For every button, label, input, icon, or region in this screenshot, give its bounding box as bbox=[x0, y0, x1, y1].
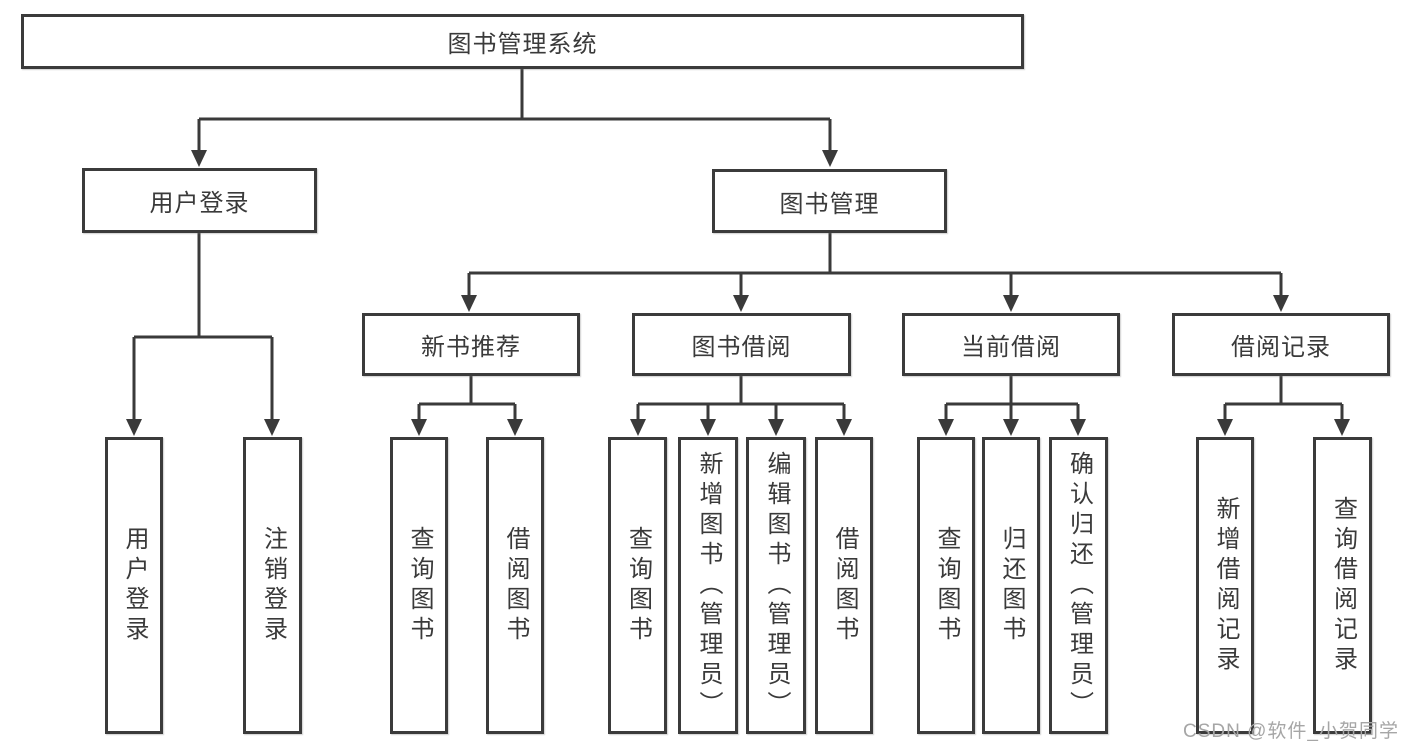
leaf-query-books-current: 查询图书 bbox=[917, 437, 975, 734]
node-book-management-branch: 图书管理 bbox=[712, 169, 947, 233]
watermark-text: CSDN @软件_小贺同学 bbox=[1183, 721, 1399, 742]
leaf-borrow-books-recommend: 借阅图书 bbox=[486, 437, 544, 734]
leaf-logout: 注销登录 bbox=[243, 437, 302, 734]
node-new-book-recommendation: 新书推荐 bbox=[362, 313, 580, 376]
node-root-system: 图书管理系统 bbox=[21, 14, 1024, 69]
leaf-user-login: 用户登录 bbox=[105, 437, 163, 734]
leaf-query-borrow-record: 查询借阅记录 bbox=[1313, 437, 1372, 734]
leaf-return-books: 归还图书 bbox=[982, 437, 1040, 734]
leaf-query-books-recommend: 查询图书 bbox=[390, 437, 448, 734]
node-borrowing-records: 借阅记录 bbox=[1172, 313, 1390, 376]
node-current-borrowing: 当前借阅 bbox=[902, 313, 1120, 376]
leaf-add-books-admin: 新增图书（管理员） bbox=[678, 437, 738, 734]
leaf-borrow-books: 借阅图书 bbox=[815, 437, 873, 734]
node-user-login-branch: 用户登录 bbox=[82, 168, 317, 233]
leaf-query-books-borrowing: 查询图书 bbox=[608, 437, 667, 734]
leaf-confirm-return-admin: 确认归还（管理员） bbox=[1049, 437, 1108, 734]
node-book-borrowing: 图书借阅 bbox=[632, 313, 851, 376]
leaf-add-borrow-record: 新增借阅记录 bbox=[1196, 437, 1254, 734]
leaf-edit-books-admin: 编辑图书（管理员） bbox=[746, 437, 806, 734]
